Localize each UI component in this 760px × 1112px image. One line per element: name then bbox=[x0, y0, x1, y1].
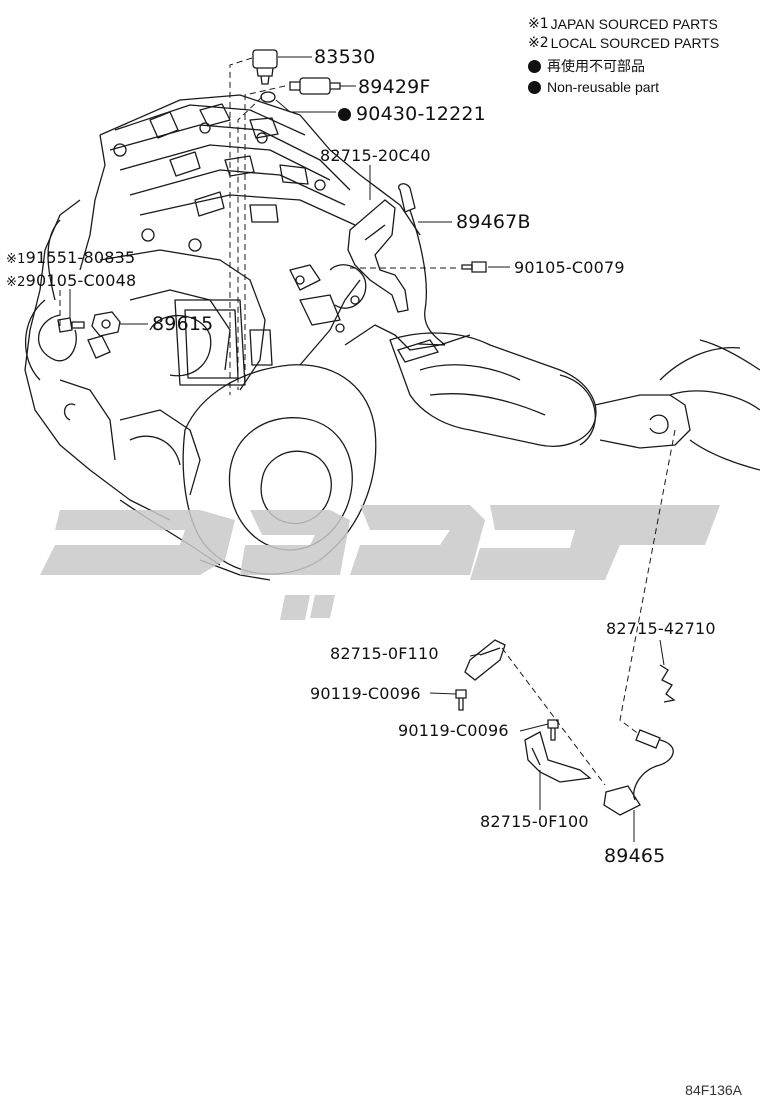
bolt-knock-sensor bbox=[57, 317, 85, 333]
bolt-90119-b bbox=[547, 719, 559, 741]
part-label-89615[interactable]: 89615 bbox=[152, 313, 214, 335]
bracket-82715-20C40 bbox=[347, 199, 409, 313]
part-label-90105-C0079[interactable]: 90105-C0079 bbox=[514, 258, 625, 277]
oil-pressure-switch bbox=[252, 49, 278, 85]
legend-nonreusable-en-text: Non-reusable part bbox=[547, 79, 660, 95]
legend-nonreusable-jp: 再使用不可部品 bbox=[528, 57, 719, 76]
legend-note-2: ※2 LOCAL SOURCED PARTS bbox=[528, 34, 719, 53]
legend-nonreusable-jp-text: 再使用不可部品 bbox=[547, 58, 645, 74]
legend-note-1-mark: ※1 bbox=[528, 16, 549, 32]
legend-note-1: ※1 JAPAN SOURCED PARTS bbox=[528, 15, 719, 34]
bracket-82715-0F100 bbox=[524, 731, 592, 783]
part-label-91551-80835[interactable]: ※191551-80835 bbox=[6, 248, 135, 267]
part-number-text: 91551-80835 bbox=[25, 248, 136, 267]
legend: ※1 JAPAN SOURCED PARTS ※2 LOCAL SOURCED … bbox=[528, 15, 719, 97]
part-label-82715-42710[interactable]: 82715-42710 bbox=[606, 619, 716, 638]
nonreusable-dot-icon bbox=[528, 81, 541, 94]
clip-82715-42710 bbox=[659, 664, 676, 703]
part-drawings bbox=[57, 49, 676, 816]
part-label-89467B[interactable]: 89467B bbox=[456, 211, 531, 233]
oxygen-sensor-lower bbox=[603, 729, 674, 816]
temp-sensor-89429F bbox=[289, 77, 341, 95]
legend-note-1-text: JAPAN SOURCED PARTS bbox=[550, 16, 718, 32]
part-label-82715-0F100[interactable]: 82715-0F100 bbox=[480, 812, 589, 831]
legend-note-2-text: LOCAL SOURCED PARTS bbox=[550, 35, 720, 51]
part-label-90119-C0096-b[interactable]: 90119-C0096 bbox=[398, 721, 509, 740]
part-label-89429F[interactable]: 89429F bbox=[358, 76, 431, 98]
part-label-89465[interactable]: 89465 bbox=[604, 845, 666, 867]
nonreusable-dot-icon bbox=[338, 108, 351, 121]
part-label-90119-C0096-a[interactable]: 90119-C0096 bbox=[310, 684, 421, 703]
part-label-83530[interactable]: 83530 bbox=[314, 46, 376, 68]
part-label-82715-0F110[interactable]: 82715-0F110 bbox=[330, 644, 439, 663]
bracket-82715-0F110 bbox=[464, 639, 506, 681]
dashed-reference-lines bbox=[59, 57, 676, 786]
legend-note-2-mark: ※2 bbox=[528, 35, 549, 51]
note-mark: ※1 bbox=[6, 252, 26, 267]
part-label-90105-C0048[interactable]: ※290105-C0048 bbox=[6, 271, 136, 290]
bolt-90119-a bbox=[455, 689, 467, 711]
leader-lines bbox=[69, 56, 665, 842]
part-number-text: 90105-C0048 bbox=[25, 271, 137, 290]
diagram-code: 84F136A bbox=[685, 1082, 742, 1098]
gasket-90430 bbox=[260, 91, 276, 103]
watermark-logo bbox=[40, 505, 720, 620]
part-label-90430-12221[interactable]: 90430-12221 bbox=[338, 103, 486, 125]
part-label-82715-20C40[interactable]: 82715-20C40 bbox=[320, 146, 431, 165]
note-mark: ※2 bbox=[6, 275, 26, 290]
legend-nonreusable-en: Non-reusable part bbox=[528, 78, 719, 97]
oxygen-sensor-upper bbox=[397, 183, 446, 363]
part-number-text: 90430-12221 bbox=[356, 103, 486, 125]
knock-sensor-89615 bbox=[87, 311, 121, 359]
nonreusable-dot-icon bbox=[528, 60, 541, 73]
bolt-90105-C0079 bbox=[461, 261, 487, 273]
